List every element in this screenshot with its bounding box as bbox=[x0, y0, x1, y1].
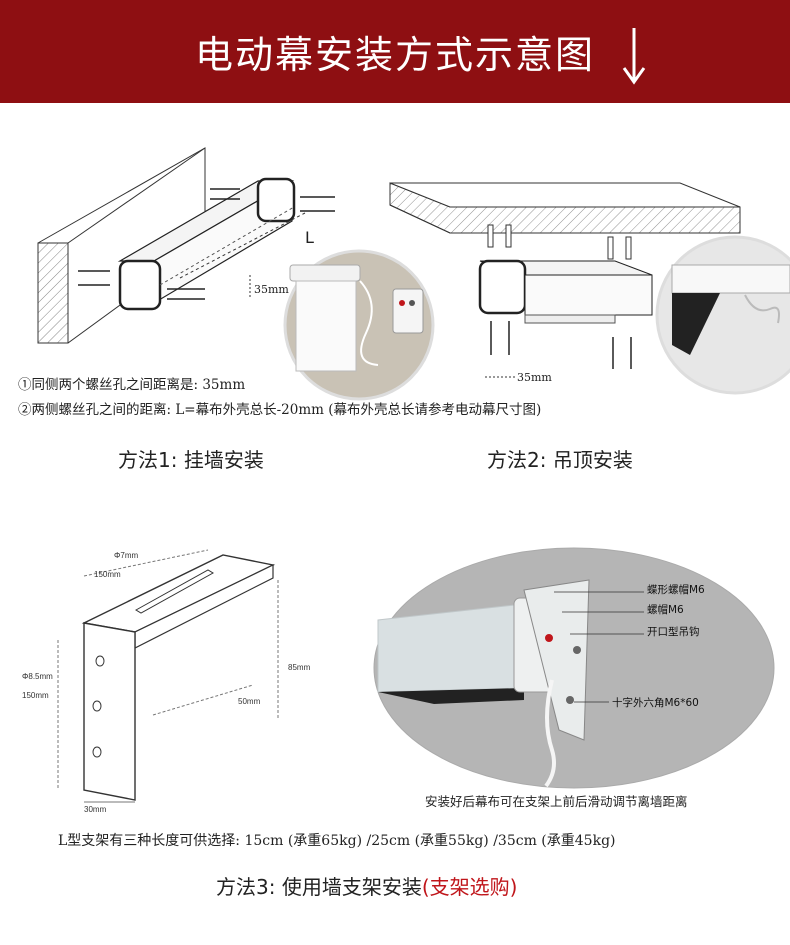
note-line-2: ②两侧螺丝孔之间的距离: L=幕布外壳总长-20mm (幕布外壳总长请参考电动幕… bbox=[18, 402, 542, 418]
ceiling-screen-housing bbox=[478, 259, 653, 324]
bracket-lengths-note: L型支架有三种长度可供选择: 15cm (承重65kg) /25cm (承重55… bbox=[58, 833, 616, 849]
wall-mount-diagram: 35mm L bbox=[37, 147, 435, 401]
method-2-label: 方法2: 吊顶安装 bbox=[487, 448, 633, 472]
dim-thickness: 30mm bbox=[84, 805, 107, 814]
bracket-photo: 蝶形螺帽M6 螺帽M6 开口型吊钩 十字外六角M6*60 bbox=[373, 547, 775, 789]
wall-mount-photo bbox=[283, 249, 435, 401]
page-title: 电动幕安装方式示意图 bbox=[194, 33, 595, 77]
dim-top-length: 150mm bbox=[94, 570, 121, 579]
dimension-L: L bbox=[305, 228, 314, 247]
ceiling-mount-photo bbox=[655, 235, 790, 395]
dim-50mm: 50mm bbox=[238, 697, 261, 706]
callout-wing-nut: 蝶形螺帽M6 bbox=[647, 583, 705, 596]
dimension-35mm: 35mm bbox=[254, 283, 289, 296]
screen-housing bbox=[117, 177, 296, 311]
down-arrow-icon bbox=[622, 28, 646, 85]
ceiling-mount-diagram: 35mm bbox=[389, 182, 790, 395]
bracket-caption: 安装好后幕布可在支架上前后滑动调节离墙距离 bbox=[425, 794, 688, 809]
screws bbox=[78, 188, 335, 300]
method-3-text: 方法3: 使用墙支架安装 bbox=[216, 875, 422, 899]
callout-nut: 螺帽M6 bbox=[647, 603, 684, 616]
callout-bolt: 十字外六角M6*60 bbox=[612, 696, 699, 709]
dim-side-length: 150mm bbox=[22, 691, 49, 700]
dim-85mm: 85mm bbox=[288, 663, 311, 672]
l-bracket-drawing: Φ7mm 150mm 85mm 50mm Φ8.5mm 150mm 30mm bbox=[22, 549, 311, 814]
dim-side-hole: Φ8.5mm bbox=[22, 672, 53, 681]
dim-hole-top: Φ7mm bbox=[114, 551, 138, 560]
callout-open-hook: 开口型吊钩 bbox=[647, 625, 700, 638]
bracket-purchase-note: (支架选购) bbox=[421, 875, 518, 899]
method-3-label: 方法3: 使用墙支架安装(支架选购) bbox=[216, 871, 517, 900]
note-line-1: ①同侧两个螺丝孔之间距离是: 35mm bbox=[18, 377, 246, 393]
header-banner: 电动幕安装方式示意图 bbox=[0, 0, 790, 103]
ceiling-dimension-35mm: 35mm bbox=[517, 371, 552, 384]
method-1-label: 方法1: 挂墙安装 bbox=[118, 448, 264, 472]
